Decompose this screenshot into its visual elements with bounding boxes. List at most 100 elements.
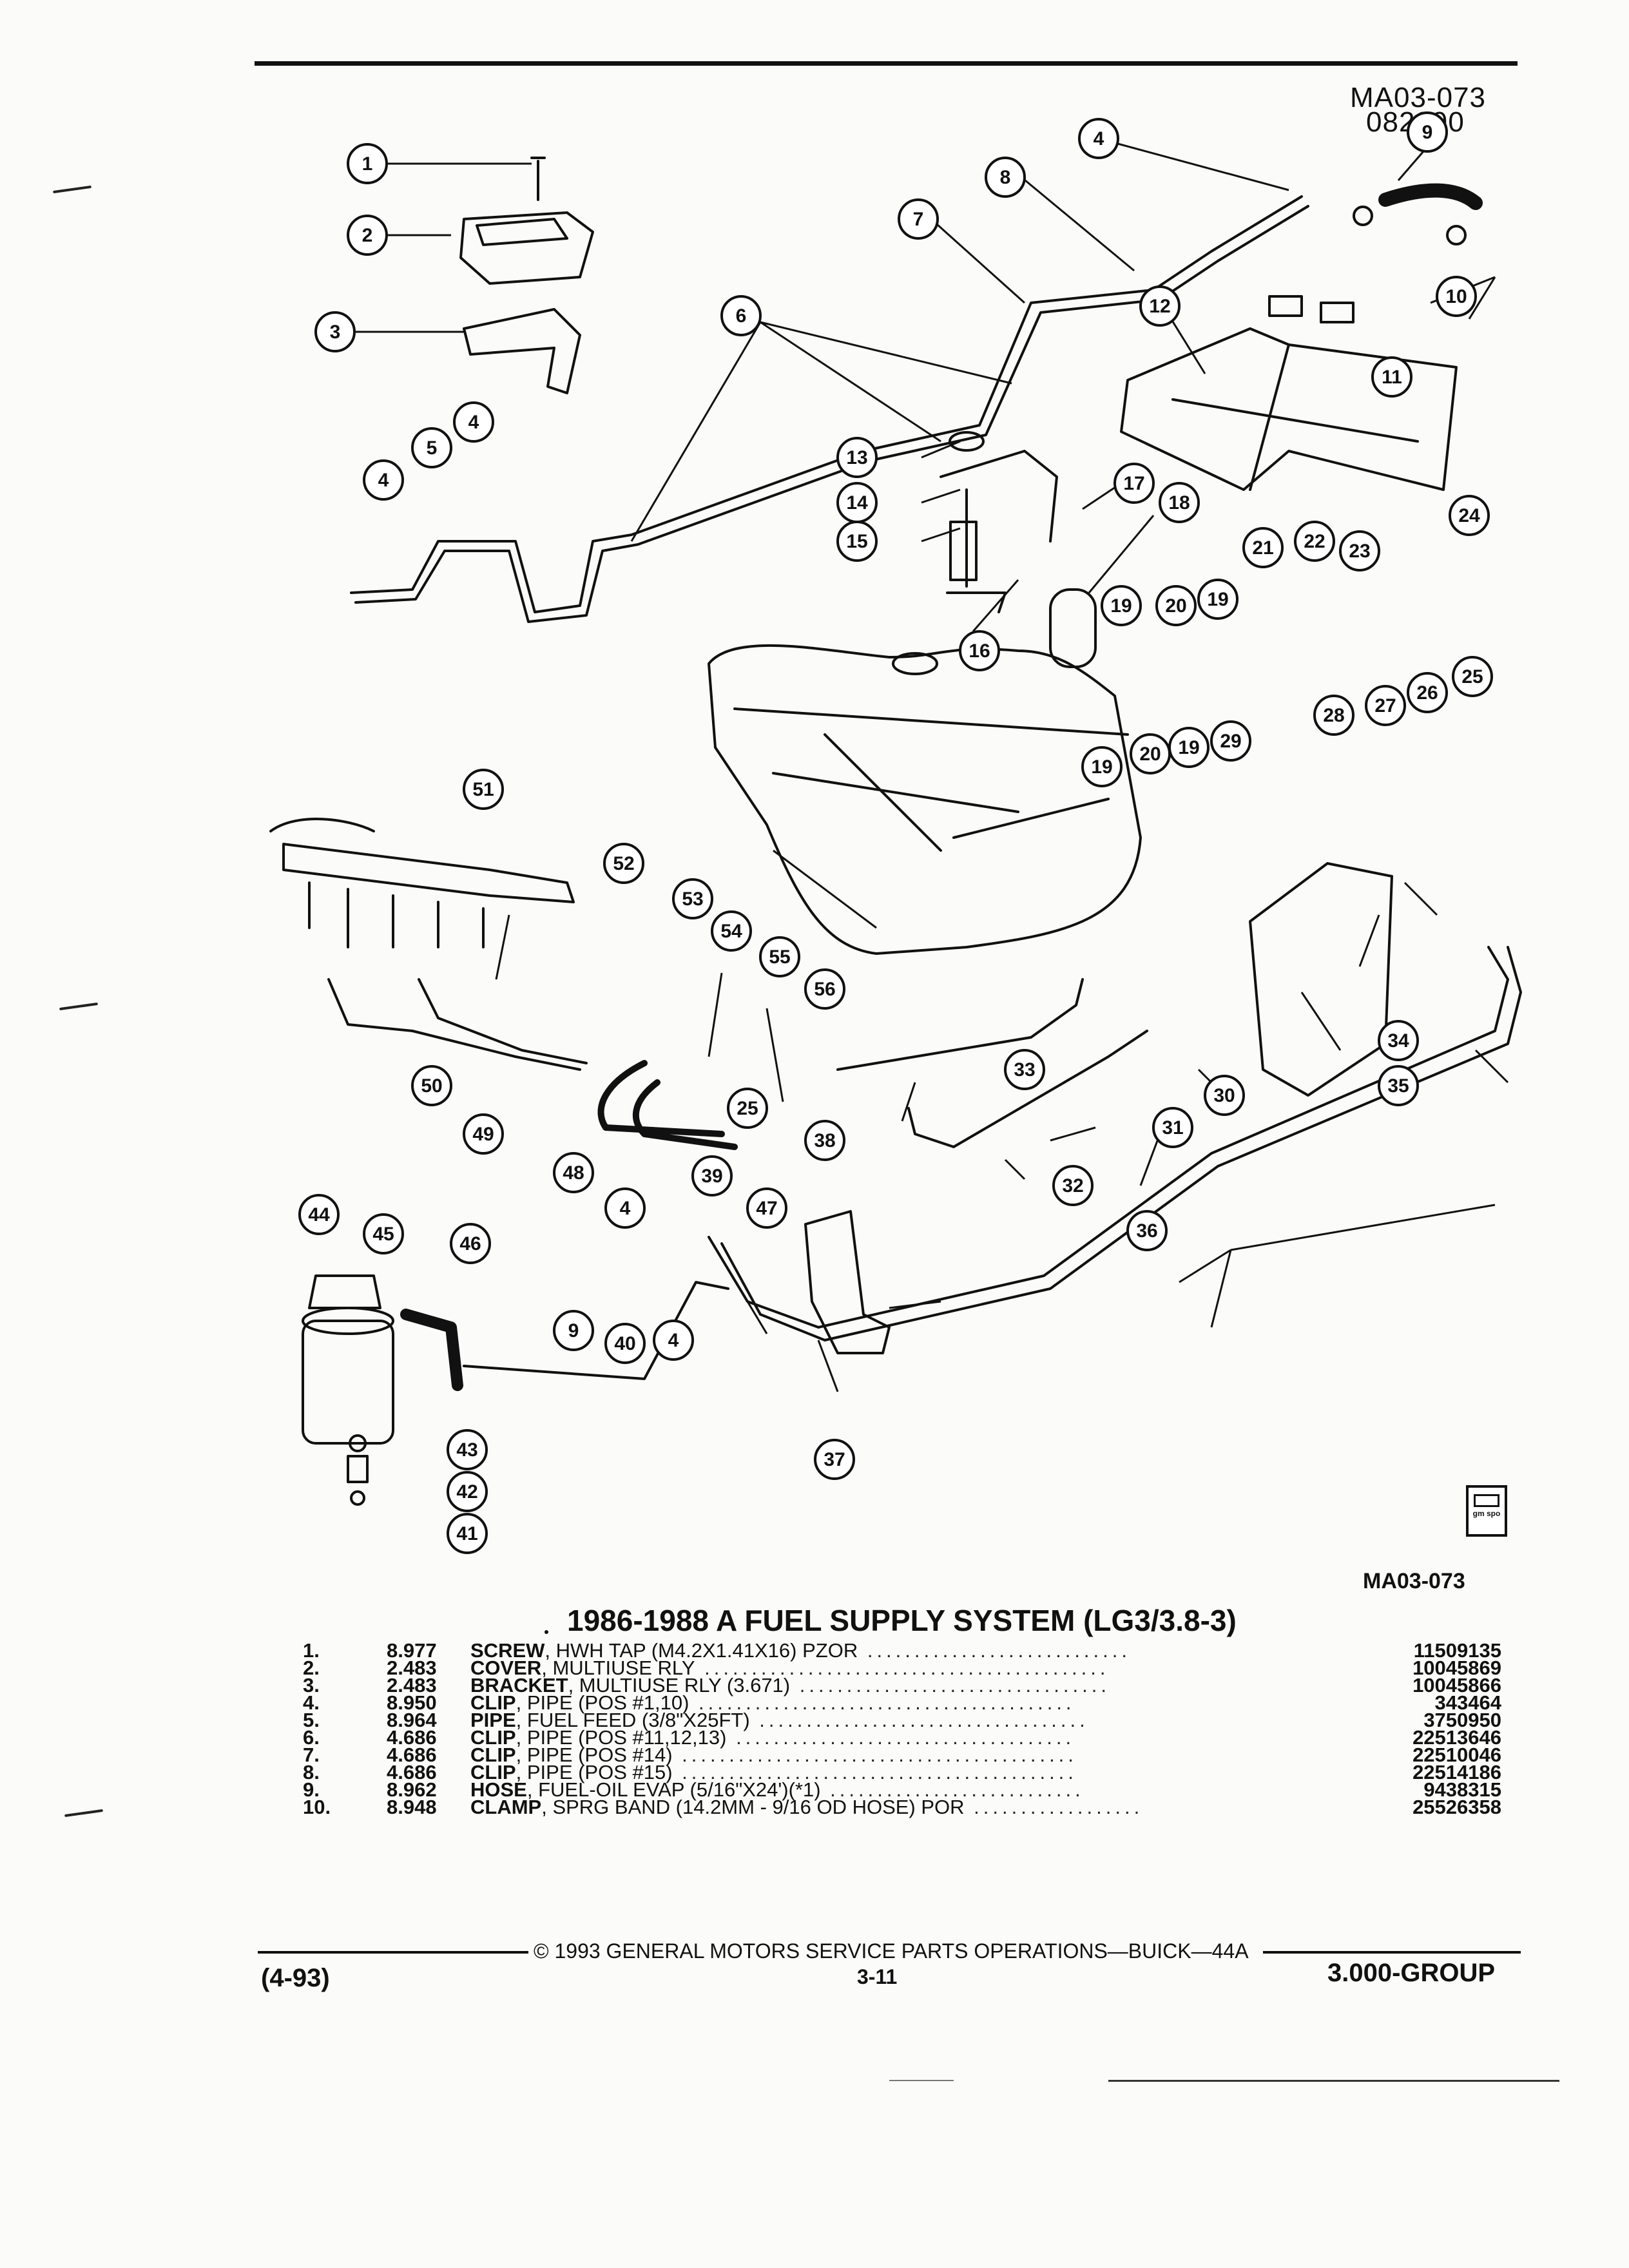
svg-text:4: 4 (378, 470, 389, 491)
part-number: 22514186 (1412, 1761, 1501, 1783)
svg-text:53: 53 (682, 889, 703, 910)
svg-text:20: 20 (1165, 595, 1186, 617)
part-detail: , PIPE (POS #11,12,13) (516, 1726, 727, 1749)
svg-text:7: 7 (913, 209, 924, 230)
svg-text:54: 54 (720, 921, 742, 942)
svg-text:26: 26 (1416, 682, 1438, 704)
fuel-rail (282, 843, 575, 903)
callout-9b (553, 1310, 594, 1351)
svg-text:4: 4 (1094, 128, 1104, 149)
callout-25b (727, 1088, 768, 1129)
callout-7 (898, 198, 939, 240)
part-name: CLIP (470, 1726, 516, 1749)
part-number: 22510046 (1412, 1744, 1501, 1766)
svg-text:49: 49 (472, 1124, 494, 1145)
part-description: CLIP, PIPE (POS #14) ...................… (470, 1745, 1373, 1765)
part-detail: , FUEL-OIL EVAP (5/16"X24')(*1) (526, 1778, 821, 1801)
callout-18 (1159, 482, 1200, 523)
callout-37 (814, 1439, 855, 1480)
part-number-index: 5. (303, 1709, 387, 1731)
callout-25a (1452, 656, 1493, 697)
part-name: SCREW (470, 1639, 545, 1662)
callout-38 (804, 1120, 845, 1161)
svg-text:9: 9 (1422, 122, 1433, 143)
heat-shield-29 (1249, 862, 1393, 1097)
leader-dots: ........................................ (689, 1691, 1075, 1714)
item-number: 1. (303, 1639, 320, 1662)
part-detail: , PIPE (POS #15) (516, 1761, 673, 1783)
figure-code: MA03-073 (1350, 82, 1487, 113)
svg-text:23: 23 (1349, 541, 1370, 562)
item-number: 5. (303, 1709, 320, 1731)
svg-text:47: 47 (756, 1198, 777, 1219)
group-code: 8.962 (387, 1778, 437, 1801)
leader-dots: ........................................… (672, 1761, 1077, 1783)
margin-mark (59, 1002, 98, 1011)
relay-cover-top (476, 218, 568, 246)
group-code: 4.686 (387, 1726, 437, 1749)
part-number-index: 8. (303, 1762, 387, 1782)
margin-mark (64, 1809, 103, 1818)
svg-text:29: 29 (1220, 731, 1241, 752)
leader-dots: ........................... (820, 1778, 1084, 1801)
svg-text:37: 37 (824, 1449, 845, 1470)
part-number: 22513646 (1412, 1726, 1501, 1749)
svg-text:33: 33 (1014, 1059, 1035, 1081)
part-description: HOSE, FUEL-OIL EVAP (5/16"X24')(*1) ....… (470, 1778, 1373, 1801)
svg-text:30: 30 (1213, 1085, 1235, 1106)
callout-49 (463, 1113, 504, 1155)
fuel-return-pipe (354, 205, 1309, 623)
callout-16 (959, 630, 1000, 671)
part-number: 9438315 (1423, 1778, 1501, 1801)
title-dot (545, 1630, 548, 1634)
callout-30 (1204, 1075, 1245, 1116)
part-number-index: 9. (303, 1778, 387, 1801)
leader-dots: ........................................… (695, 1657, 1110, 1679)
svg-text:14: 14 (846, 492, 868, 514)
group-code: 2.483 (387, 1657, 437, 1679)
leader-dots: ............................ (858, 1639, 1131, 1662)
callout-33 (1004, 1049, 1045, 1090)
callout-40 (604, 1323, 646, 1364)
part-number-index: 10. (303, 1797, 387, 1817)
svg-text:51: 51 (472, 779, 494, 800)
callout-44 (298, 1194, 340, 1235)
svg-text:19: 19 (1091, 756, 1112, 778)
fuel-sender (940, 450, 1058, 613)
item-number: 9. (303, 1778, 320, 1801)
callout-34 (1378, 1020, 1419, 1061)
callout-17 (1113, 463, 1155, 504)
callout-1 (347, 143, 388, 184)
svg-text:4: 4 (620, 1198, 631, 1219)
leader-dots: .................................... (726, 1726, 1075, 1749)
callout-4c (363, 459, 404, 501)
svg-text:19: 19 (1178, 737, 1199, 758)
part-description: CLAMP, SPRG BAND (14.2MM - 9/16 OD HOSE)… (470, 1797, 1373, 1817)
svg-text:31: 31 (1162, 1117, 1183, 1139)
part-description: BRACKET, MULTIUSE RLY (3.671) ..........… (470, 1675, 1373, 1695)
svg-text:10: 10 (1445, 286, 1467, 307)
callout-50 (411, 1065, 452, 1106)
part-number: 10045869 (1412, 1657, 1501, 1679)
callout-31 (1152, 1107, 1193, 1148)
callout-47 (746, 1187, 787, 1229)
callout-19c (1081, 746, 1123, 787)
callout-32 (1052, 1165, 1094, 1206)
group-code: 8.964 (387, 1709, 437, 1731)
callout-22 (1294, 521, 1335, 562)
callout-4e (653, 1320, 694, 1361)
svg-text:40: 40 (614, 1333, 635, 1354)
part-description: COVER, MULTIUSE RLY ....................… (470, 1657, 1373, 1679)
tank-strap (836, 978, 1084, 1071)
part-name: CLIP (470, 1761, 516, 1783)
svg-text:6: 6 (736, 305, 747, 327)
copyright: © 1993 GENERAL MOTORS SERVICE PARTS OPER… (534, 1939, 1249, 1963)
callout-46 (450, 1223, 491, 1264)
svg-text:5: 5 (427, 437, 438, 459)
callout-5 (411, 427, 452, 468)
part-detail: , MULTIUSE RLY (541, 1657, 695, 1679)
